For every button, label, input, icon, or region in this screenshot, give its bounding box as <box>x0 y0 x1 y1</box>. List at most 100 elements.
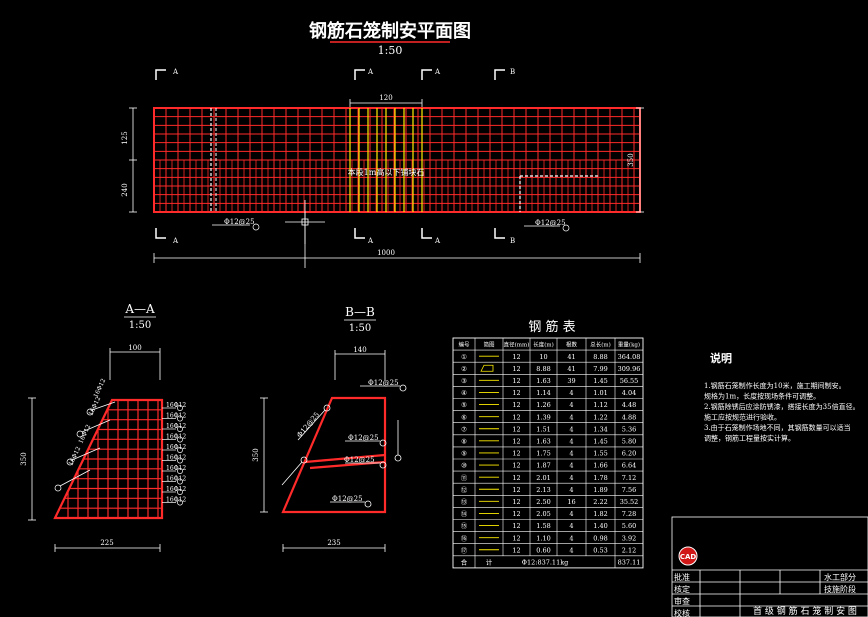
rebar-table-cell: 4 <box>569 486 573 494</box>
section-a-marker-icon <box>177 405 183 411</box>
rebar-table-cell: 0.98 <box>593 534 607 542</box>
section-a-marker-icon <box>177 499 183 506</box>
rebar-table-cell: ⑤ <box>461 401 467 409</box>
rebar-table-cell: 1.39 <box>536 413 550 421</box>
rebar-table-cell: 8.88 <box>536 365 550 373</box>
rebar-table-cell: 12 <box>512 377 520 385</box>
section-b-dim-bottom: 235 <box>327 539 340 547</box>
rebar-table-cell: 1.14 <box>536 389 550 397</box>
rebar-table-cell: 1.01 <box>593 389 607 397</box>
rebar-table-cell: 计 <box>486 558 493 567</box>
rebar-table-cell: 56.55 <box>620 377 639 385</box>
section-a-dim-bottom: 225 <box>100 539 113 547</box>
rebar-table-cell: 12 <box>512 486 520 494</box>
rebar-table-cell: 12 <box>512 438 520 446</box>
rebar-table-header: 简图 <box>483 341 495 349</box>
rebar-table-cell: ⑧ <box>461 438 467 446</box>
section-a-callout-right: 16Φ12 <box>166 476 186 483</box>
plan-rebar-grid <box>153 107 641 213</box>
rebar-table-cell: 0.60 <box>536 546 550 554</box>
rebar-table-cell: Φ12:837.11kg <box>522 559 569 567</box>
section-a-marker-icon <box>177 426 183 432</box>
section-b-view: B—B 1:50 <box>252 305 407 552</box>
rebar-table-cell: 7.12 <box>622 474 636 482</box>
rebar-table-cell: 3.92 <box>622 534 636 542</box>
rebar-table-cell: ⑰ <box>461 546 468 554</box>
rebar-table-cell: 4 <box>569 474 573 482</box>
title-block: CAD 批准 核定 审查 校核 水工部分 技施阶段 首 级 钢 筋 石 笼 制 … <box>671 516 868 617</box>
rebar-table-cell: 7.99 <box>593 365 607 373</box>
section-a-marker-icon <box>54 484 62 492</box>
section-a-callout-right: 16Φ12 <box>166 455 186 462</box>
rebar-table-cell: 1.58 <box>536 522 550 530</box>
rebar-table-header: 长度(m) <box>533 341 554 349</box>
rebar-table-cell: ⑭ <box>461 510 468 518</box>
rebar-table-cell: 12 <box>512 365 520 373</box>
notes-line: 调整，钢筋工程量按实计算。 <box>704 434 795 443</box>
rebar-table-cell: 5.80 <box>622 438 636 446</box>
rebar-table-cell: 6.64 <box>622 462 636 470</box>
rebar-table-cell: 8.88 <box>593 353 607 361</box>
section-a-rebar <box>53 398 164 520</box>
rebar-table-cell: 12 <box>512 534 520 542</box>
notes-line: 规格为1m，长度按现场条件可调整。 <box>704 392 820 401</box>
section-b-scale: 1:50 <box>349 323 371 334</box>
rebar-table-cell: 1.45 <box>593 438 607 446</box>
rebar-table-cell: 12 <box>512 413 520 421</box>
rebar-table-cell: 1.26 <box>536 401 550 409</box>
section-a-leader <box>91 401 116 411</box>
tb-label-2: 核定 <box>674 584 690 594</box>
plan-center-note: 本段1m高以下铺块石 <box>348 167 425 177</box>
rebar-table-cell: 12 <box>512 425 520 433</box>
plan-dim-left-lower: 240 <box>121 183 129 196</box>
rebar-table-cell: 4 <box>569 401 573 409</box>
section-b-dim-left: 350 <box>252 448 260 461</box>
rebar-table-cell: ② <box>461 365 467 373</box>
rebar-table-cell: 合 <box>461 558 468 567</box>
rebar-table-header: 直径(mm) <box>504 341 530 349</box>
rebar-table-cell: 1.10 <box>536 534 550 542</box>
tb-label-3: 审查 <box>674 596 690 606</box>
plan-dim-bottom: 1000 <box>377 249 395 257</box>
rebar-table-cell: 2.05 <box>536 510 550 518</box>
rebar-table-cell: 4 <box>569 413 573 421</box>
plan-view: A A A B A A A B 120 125 240 350 <box>121 68 644 268</box>
section-a-callout-left: 16Φ12 <box>92 377 107 398</box>
rebar-table-cell: 12 <box>512 353 520 361</box>
drawing-scale: 1:50 <box>378 44 403 57</box>
section-b-label-4: Φ12@25 <box>332 495 363 503</box>
section-marker-a-bot-1: A <box>172 237 179 245</box>
rebar-table-header: 重量(kg) <box>618 341 640 349</box>
plan-rebar-label-1: Φ12@25 <box>224 218 255 226</box>
rebar-table-cell: 7.28 <box>622 510 636 518</box>
rebar-table-cell: 4 <box>569 546 573 554</box>
tb-label-1: 批准 <box>674 572 690 582</box>
rebar-table-cell: 12 <box>512 510 520 518</box>
section-a-marker-icon <box>177 489 183 495</box>
rebar-table-cell: 1.34 <box>593 425 607 433</box>
section-b-label-5: Φ12@25 <box>295 411 321 440</box>
rebar-table-cell: 1.22 <box>593 413 607 421</box>
tb-drawing-name: 首 级 钢 筋 石 笼 制 安 图 <box>753 605 857 617</box>
notes-block: 说明 1.钢筋石笼制作长度为10米，施工期间制安。 规格为1m，长度按现场条件可… <box>704 351 860 443</box>
rebar-table-cell: 1.45 <box>593 377 607 385</box>
rebar-table-cell: 1.40 <box>593 522 607 530</box>
rebar-table-cell: 7.56 <box>622 486 636 494</box>
rebar-table-cell: 4 <box>569 522 573 530</box>
rebar-table-cell: 309.96 <box>618 365 641 373</box>
rebar-table-cell: 41 <box>567 353 575 361</box>
section-marker-b-top-1: A <box>434 68 441 76</box>
section-a-dim-left: 350 <box>20 452 28 465</box>
section-a-scale: 1:50 <box>129 320 151 331</box>
plan-rebar-label-2: Φ12@25 <box>535 219 566 227</box>
section-a-callout-right: 16Φ12 <box>166 465 186 472</box>
rebar-table-cell: 12 <box>512 389 520 397</box>
section-a-marker-icon <box>177 468 183 474</box>
rebar-table-cell: 16 <box>567 498 575 506</box>
tb-label-4: 校核 <box>674 608 690 617</box>
section-b-label-2: Φ12@25 <box>348 434 379 442</box>
rebar-table-cell: 12 <box>512 474 520 482</box>
rebar-table-cell: 4 <box>569 425 573 433</box>
rebar-table-cell: 12 <box>512 522 520 530</box>
